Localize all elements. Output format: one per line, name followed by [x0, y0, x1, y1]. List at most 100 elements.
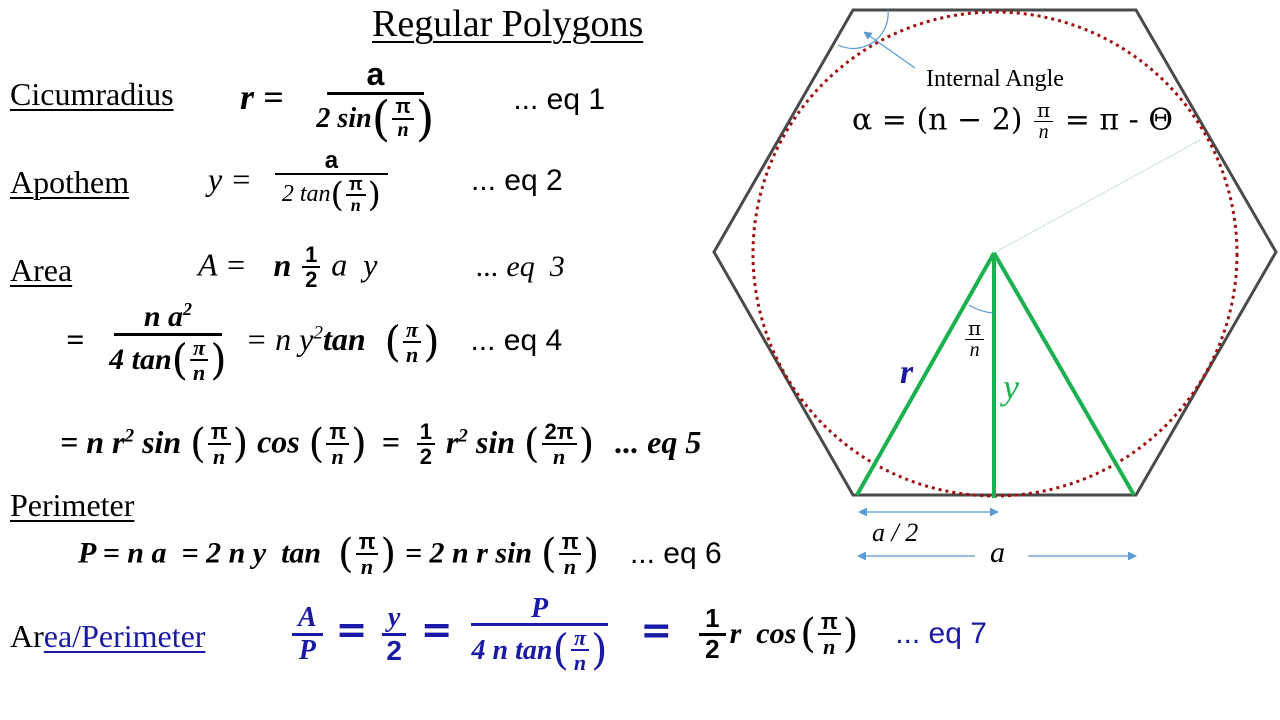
n: n — [331, 444, 344, 470]
faint-radius-line — [993, 139, 1201, 254]
paren-open: ( — [384, 316, 401, 366]
label-circumradius: Cicumradius — [10, 76, 174, 112]
two: 2 — [419, 444, 432, 470]
triangle-side-right — [992, 251, 1136, 497]
pi: π — [817, 610, 841, 636]
p: P — [298, 634, 316, 666]
paren-close: ) — [210, 334, 227, 384]
exp: 2 — [124, 424, 135, 446]
paren-open: ( — [371, 90, 391, 147]
eq1-ref: ... eq 1 — [513, 82, 606, 116]
page-title: Regular Polygons — [372, 3, 644, 45]
eq4-ref: ... eq 4 — [470, 324, 563, 358]
paren-open: ( — [800, 611, 816, 658]
pi: π — [570, 626, 589, 652]
side-label: a — [990, 536, 1005, 569]
y-label: y — [1003, 367, 1019, 407]
r: r — [445, 423, 459, 460]
paren-open: ( — [523, 421, 540, 468]
eq2-den-func: 2 tan — [281, 181, 331, 208]
eq7-equals-1: = — [335, 607, 368, 652]
middle-term: = n y — [245, 321, 314, 358]
n: n — [213, 444, 226, 470]
central-angle-arc — [968, 304, 994, 314]
r-cos: r cos — [729, 616, 797, 650]
eq3-tail: a y — [331, 246, 378, 283]
pi: π — [403, 318, 422, 343]
exp: 2 — [458, 424, 468, 446]
hexagon-shape — [712, 8, 1278, 497]
paren-open: ( — [541, 531, 557, 578]
paren-close: ) — [367, 175, 381, 216]
paren-close: ) — [351, 421, 367, 468]
eq5-cos: cos — [257, 423, 300, 460]
paren-open: ( — [330, 175, 344, 216]
label-perimeter: Perimeter — [10, 487, 135, 523]
paren-open: ( — [308, 421, 325, 468]
eq5-equals: = — [381, 423, 400, 460]
triangle-side-r — [855, 252, 996, 496]
label-prefix: Ar — [10, 618, 44, 654]
label-suffix: ea/Perimeter — [43, 618, 206, 654]
paren-close: ) — [415, 90, 435, 147]
pi: π — [965, 318, 985, 340]
eq4-prefix: = — [66, 321, 85, 358]
n: n — [969, 339, 980, 361]
formula-rhs: = π - Θ — [1064, 102, 1173, 138]
eq4-den-func: 4 tan — [109, 342, 172, 376]
n: n — [563, 554, 577, 580]
exp: 2 — [313, 322, 323, 344]
paren-close: ) — [591, 625, 608, 675]
pi: π — [345, 175, 366, 197]
eq6-body2: = 2 n r sin — [404, 536, 533, 570]
one: 1 — [416, 420, 435, 446]
paren-close: ) — [583, 531, 600, 578]
eq2-ref: ... eq 2 — [470, 163, 563, 197]
paren-close: ) — [232, 421, 249, 468]
eq5-r: r2 sin — [446, 424, 515, 460]
pi: π — [326, 420, 350, 446]
paren-close: ) — [842, 611, 859, 658]
pi: π — [355, 530, 379, 556]
n: n — [350, 195, 361, 216]
n: n — [1038, 121, 1049, 143]
two: 2 — [386, 634, 402, 666]
exp: 2 — [183, 299, 192, 319]
paren-open: ( — [552, 625, 569, 675]
paren-close: ) — [578, 421, 595, 468]
n: n — [360, 554, 374, 580]
two-pi: 2π — [541, 420, 577, 446]
eq1-den-func: 2 sin — [316, 102, 372, 134]
eq2-numerator: a — [274, 148, 389, 176]
sin: sin — [142, 423, 182, 460]
eq4-middle: = n y2tan — [246, 321, 366, 357]
internal-angle-pointer — [863, 31, 916, 69]
